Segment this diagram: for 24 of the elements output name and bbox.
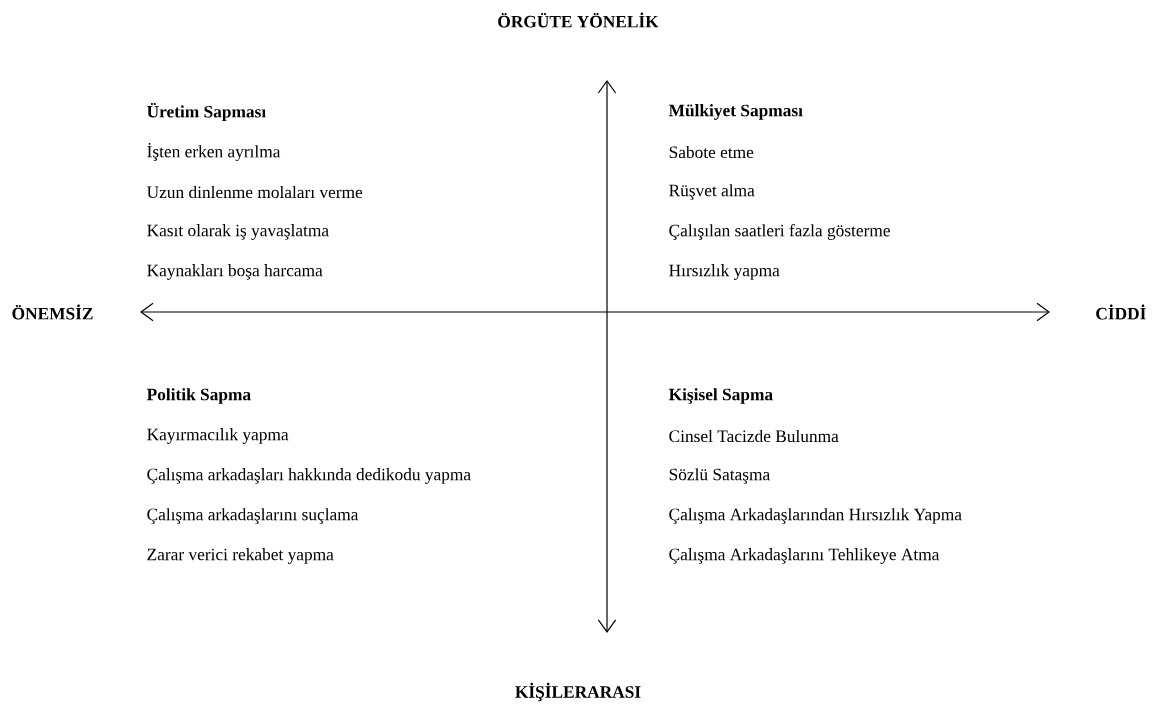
list-item: Zarar verici rekabet yapma	[147, 548, 334, 564]
list-item: Kayırmacılık yapma	[147, 428, 289, 444]
list-item: Hırsızlık yapma	[669, 264, 780, 280]
list-item: Kasıt olarak iş yavaşlatma	[147, 224, 329, 240]
list-item: Sabote etme	[669, 145, 754, 159]
list-item: Rüşvet alma	[669, 184, 755, 200]
list-item: Uzun dinlenme molaları verme	[146, 185, 363, 199]
list-item: Çalışma arkadaşları hakkında dedikodu yapma	[147, 468, 471, 484]
list-item: Çalışma arkadaşlarını suçlama	[147, 508, 359, 524]
list-item: Cinsel Tacizde Bulunma	[669, 429, 839, 443]
list-item: Çalışma Arkadaşlarını Tehlikeye Atma	[669, 548, 940, 564]
quadrant-heading: Üretim Sapması	[147, 102, 266, 122]
quadrant-heading: Politik Sapma	[146, 388, 251, 404]
axis-label: CİDDİ	[1096, 304, 1146, 320]
list-item: Çalışma Arkadaşlarından Hırsızlık Yapma	[669, 508, 962, 524]
list-item: İşten erken ayrılma	[147, 142, 281, 161]
axis-label: ÖNEMSİZ	[12, 304, 93, 320]
list-item: Sözlü Sataşma	[669, 468, 770, 484]
list-item: Kaynakları boşa harcama	[147, 264, 323, 280]
axis-label: KİŞİLERARASI	[515, 682, 641, 702]
quadrant-heading: Kişisel Sapma	[668, 388, 773, 404]
list-item: Çalışılan saatleri fazla gösterme	[669, 224, 890, 240]
axis-label: ÖRGÜTE YÖNELİK	[498, 12, 659, 28]
quadrant-heading: Mülkiyet Sapması	[668, 104, 803, 120]
